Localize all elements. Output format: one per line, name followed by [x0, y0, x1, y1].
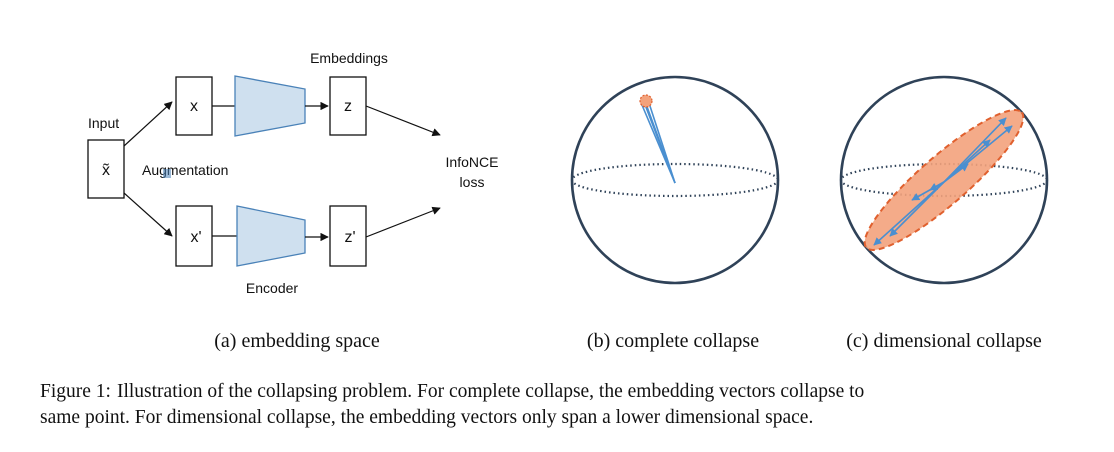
vector-c-4 [873, 181, 945, 246]
embedding-zprime-box [329, 205, 367, 267]
view-xprime-label: x' [190, 229, 201, 246]
vector-b-3 [648, 102, 676, 184]
loss-label: loss [460, 174, 485, 190]
vector-b-4 [641, 104, 676, 184]
caption-text-line-1: Illustration of the collapsing problem. … [116, 381, 865, 402]
equator-c [839, 162, 1049, 198]
vector-c-8 [929, 181, 945, 191]
collapsed-vectors [641, 101, 676, 184]
sphere-b [570, 75, 780, 285]
collapse-point-b [639, 94, 653, 108]
input-symbol: x̃ [102, 162, 110, 179]
augmentation-marker-icon [163, 169, 171, 178]
equator-b [570, 162, 780, 198]
embeddings-label: Embeddings [310, 50, 388, 66]
figure-caption: Figure 1:Illustration of the collapsing … [40, 379, 1100, 431]
subcaption-c: (c) dimensional collapse [846, 330, 1042, 352]
panel-b-complete-collapse: (b) complete collapse [570, 75, 780, 352]
arrow-input-to-x [123, 101, 173, 147]
encoder-bottom-trapezoid [236, 205, 306, 267]
view-x-label: x [190, 98, 198, 115]
infonce-label: InfoNCE [446, 154, 499, 170]
vector-c-1 [943, 117, 1007, 183]
figure-label: Figure 1: [40, 381, 111, 402]
panel-a-embedding-space: Input x̃ Augmentation x x' z z' Embeddin… [87, 50, 499, 352]
vector-c-3 [943, 139, 991, 183]
arrow-z-to-loss [365, 105, 441, 137]
input-box [87, 139, 125, 199]
arrow-zprime-to-loss [365, 206, 441, 238]
subcaption-a: (a) embedding space [214, 330, 380, 352]
input-label: Input [88, 115, 119, 131]
panel-c-dimensional-collapse: (c) dimensional collapse [839, 75, 1049, 352]
view-xprime-box [175, 205, 213, 267]
caption-line-1: Figure 1:Illustration of the collapsing … [40, 379, 1100, 405]
subcaption-b: (b) complete collapse [587, 330, 759, 352]
vector-c-5 [889, 181, 945, 237]
encoder-label: Encoder [246, 280, 298, 296]
caption-text-line-2: same point. For dimensional collapse, th… [40, 407, 814, 428]
subspace-vectors [873, 117, 1013, 246]
arrow-input-to-xprime [123, 192, 173, 237]
vector-c-7 [943, 163, 969, 183]
encoder-top-trapezoid [234, 75, 306, 137]
embedding-z-label: z [344, 98, 352, 115]
augmentation-label: Augmentation [142, 162, 228, 178]
embedding-zprime-label: z' [344, 229, 355, 246]
